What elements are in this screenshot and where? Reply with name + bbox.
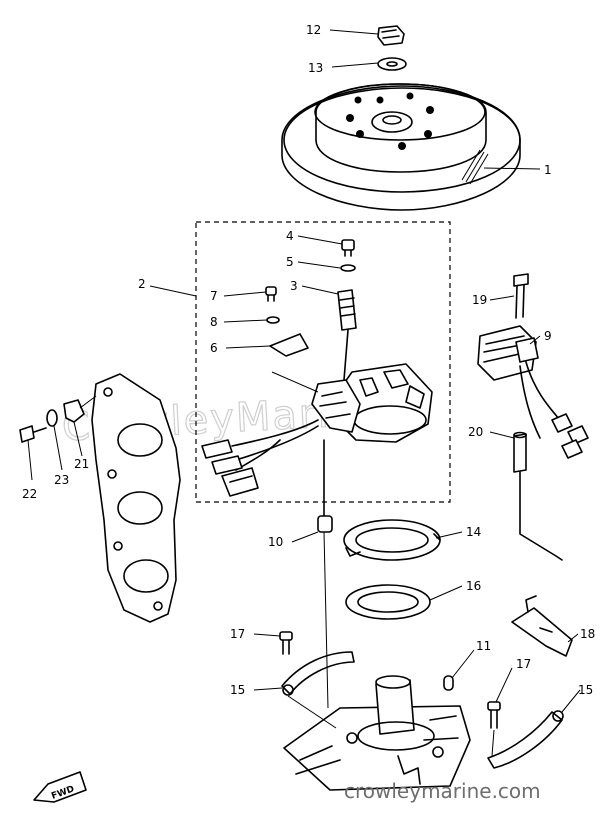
intake-manifold-plate <box>91 373 181 623</box>
stator-assembly <box>311 363 433 443</box>
arc-bracket-right <box>487 710 564 769</box>
stator-group-bracket <box>195 221 451 503</box>
callout-2: 2 <box>138 277 146 291</box>
callout-14: 14 <box>466 525 481 539</box>
flywheel-nut <box>377 25 405 46</box>
wire-clamp <box>269 333 309 357</box>
flywheel <box>281 83 521 211</box>
callout-16: 16 <box>466 579 481 593</box>
callout-17-right: 17 <box>516 657 531 671</box>
grommet <box>317 439 333 533</box>
callout-4: 4 <box>286 229 294 243</box>
leader-lines <box>27 29 581 713</box>
fwd-direction-badge: FWD <box>33 771 87 803</box>
callout-20: 20 <box>468 425 483 439</box>
callout-17-left: 17 <box>230 627 245 641</box>
stator-screw <box>341 239 355 257</box>
spacer-guide-line <box>519 471 563 561</box>
callout-8: 8 <box>210 315 218 329</box>
callout-13: 13 <box>308 61 323 75</box>
bolt-right <box>487 701 501 729</box>
callout-15-left: 15 <box>230 683 245 697</box>
wire-harness <box>201 419 319 497</box>
washer <box>377 57 407 71</box>
footer-watermark: crowleymarine.com <box>344 779 541 803</box>
callout-23: 23 <box>54 473 69 487</box>
small-screw <box>19 425 47 443</box>
callout-15-right: 15 <box>578 683 593 697</box>
crankcase-base <box>283 675 471 791</box>
stator-washer <box>340 264 356 272</box>
callout-10: 10 <box>268 535 283 549</box>
coil-screw <box>513 273 529 319</box>
dowel-pin <box>443 675 454 691</box>
callout-18: 18 <box>580 627 595 641</box>
callout-6: 6 <box>210 341 218 355</box>
arc-bracket-left <box>281 651 355 696</box>
callout-21: 21 <box>74 457 89 471</box>
callout-19: 19 <box>472 293 487 307</box>
spacer <box>513 431 527 473</box>
callout-1: 1 <box>544 163 552 177</box>
coil-bracket <box>511 595 573 657</box>
clamp-washer <box>266 316 280 324</box>
stator-plate <box>343 519 441 561</box>
callout-7: 7 <box>210 289 218 303</box>
small-clip <box>63 399 85 423</box>
clamp-screw <box>265 286 277 302</box>
bolt-left <box>279 631 293 655</box>
callout-22: 22 <box>22 487 37 501</box>
pulser-coil <box>337 289 357 381</box>
callout-3: 3 <box>290 279 298 293</box>
callout-9: 9 <box>544 329 552 343</box>
gasket <box>345 584 431 620</box>
callout-11: 11 <box>476 639 491 653</box>
callout-numbers: 12 13 1 2 4 5 3 7 8 6 19 9 20 22 23 21 1… <box>22 23 595 697</box>
callout-5: 5 <box>286 255 294 269</box>
small-washer <box>46 409 58 427</box>
callout-12: 12 <box>306 23 321 37</box>
ignition-coil <box>477 325 589 459</box>
